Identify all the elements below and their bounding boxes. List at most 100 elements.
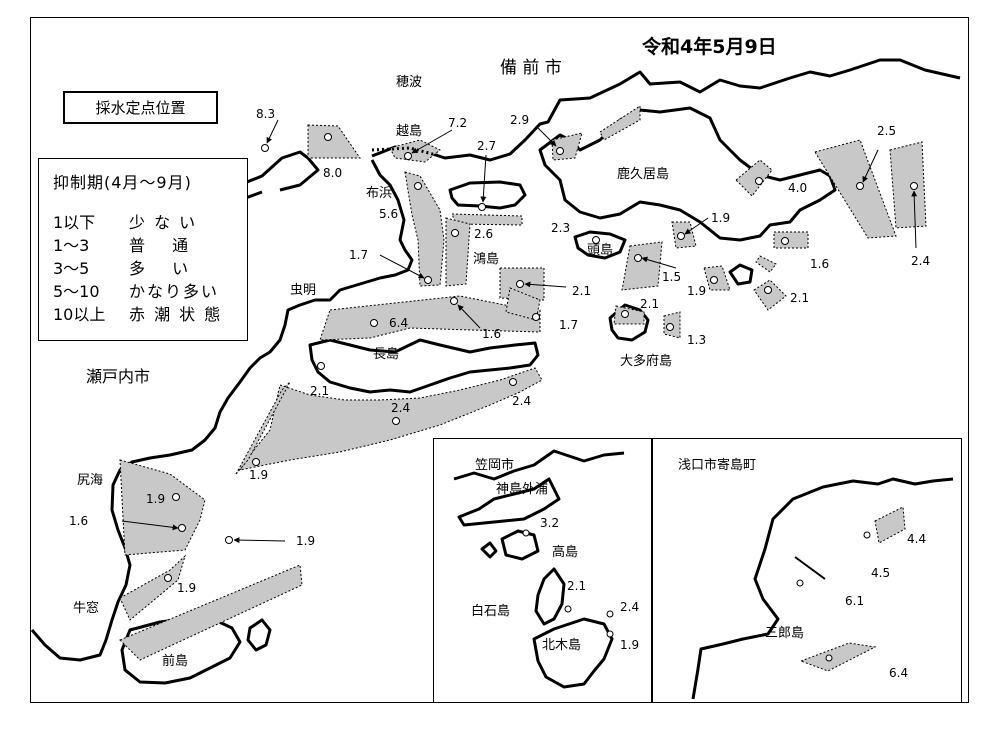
legend-row: 5〜10 かなり多い <box>53 278 247 301</box>
place-bizen: 備 前 市 <box>500 58 562 78</box>
place-otabushima: 大多府島 <box>620 354 673 369</box>
place-shiraishijima: 白石島 <box>471 604 511 619</box>
legend: 抑制期(4月〜9月) 1以下 少 な い 1〜3 普 通 3〜5 多 い 5〜1… <box>38 158 248 341</box>
inset-kasaoka-map <box>453 449 625 689</box>
station-value: 4.4 <box>907 532 927 546</box>
area-north-1 <box>307 124 361 159</box>
legend-range: 3〜5 <box>53 258 90 278</box>
place-kashikojima: 鹿久居島 <box>617 167 670 182</box>
coastline-islet-2 <box>246 618 272 652</box>
legend-row: 10以上 赤 潮 状 態 <box>53 301 247 324</box>
area-nagashima-s <box>238 367 543 471</box>
station-value: 2.3 <box>551 221 571 235</box>
station-value: 1.9 <box>296 534 316 548</box>
legend-range: 10以上 <box>53 304 106 324</box>
area-nagashima-w <box>235 381 291 475</box>
legend-range: 1以下 <box>53 212 96 232</box>
area-east-a <box>599 105 641 141</box>
area-east-2.4 <box>889 141 927 229</box>
station-value: 5.6 <box>379 207 399 221</box>
place-kashirajima: 頭島 <box>587 243 614 258</box>
station-value: 3.2 <box>540 516 560 530</box>
station-value: 2.4 <box>911 254 931 268</box>
area-east-2.5 <box>814 139 897 239</box>
place-kounoshima-sotoura: 神島外浦 <box>496 482 549 497</box>
legend-desc: 多 い <box>129 258 191 278</box>
place-takashima: 高島 <box>552 545 579 560</box>
area-1.6 <box>773 231 809 249</box>
place-kounoshima: 鴻島 <box>473 252 500 267</box>
legend-range: 5〜10 <box>53 281 100 301</box>
legend-row: 1〜3 普 通 <box>53 232 247 255</box>
place-kasaoka: 笠岡市 <box>475 458 515 473</box>
place-ushimado: 牛窓 <box>73 601 100 616</box>
station-value: 1.6 <box>69 514 89 528</box>
place-koshijima: 越島 <box>396 124 423 139</box>
station-value: 2.1 <box>790 291 810 305</box>
area-east-b <box>735 159 773 197</box>
coastline-kashirajima <box>573 230 627 260</box>
legend-row: 3〜5 多 い <box>53 255 247 278</box>
station-value: 1.9 <box>620 638 640 652</box>
map-title: 採水定点位置 <box>63 91 218 124</box>
station-value: 1.5 <box>662 270 682 284</box>
place-nunohama: 布浜 <box>366 186 393 201</box>
coastline-kashikojima <box>538 106 837 242</box>
coastline-nagashima <box>308 338 540 394</box>
station-value: 4.5 <box>871 566 891 580</box>
station-value: 1.7 <box>559 318 579 332</box>
legend-desc: 普 通 <box>129 235 191 255</box>
station-value: 1.3 <box>687 333 707 347</box>
station-value: 2.1 <box>572 284 592 298</box>
coastline-mainland-west <box>30 159 414 662</box>
place-kitagishima: 北木島 <box>542 638 582 653</box>
coastline-otabushima <box>608 303 650 342</box>
station-value: 1.7 <box>349 248 369 262</box>
station-value: 1.9 <box>177 581 197 595</box>
area-1.7 <box>755 255 777 273</box>
station-value: 6.4 <box>389 316 409 330</box>
inset-kasaoka: 笠岡市 神島外浦 3.2 高島 2.1 白石島 2.4 北木島 1.9 <box>433 438 652 703</box>
station-value: 2.1 <box>640 297 660 311</box>
station-value: 4.0 <box>788 181 808 195</box>
station-value: 8.3 <box>256 107 276 121</box>
station-value: 2.1 <box>567 579 587 593</box>
station-value: 2.6 <box>474 227 494 241</box>
area-1.5 <box>621 241 663 291</box>
station-value: 1.6 <box>482 327 502 341</box>
station-value: 2.4 <box>391 401 411 415</box>
legend-desc: 少 な い <box>129 212 198 232</box>
station-value: 2.4 <box>620 600 640 614</box>
place-maejima: 前島 <box>162 654 189 669</box>
station-value: 2.1 <box>310 384 330 398</box>
area-ushimado <box>119 554 186 621</box>
area-2.1-b <box>753 279 787 311</box>
area-kounoshima-w <box>445 217 471 287</box>
place-shiriumi: 尻海 <box>77 473 104 488</box>
inset-asakuchi-map <box>691 477 954 700</box>
place-saburojima: 三郎島 <box>765 626 805 641</box>
station-value: 2.4 <box>512 394 532 408</box>
area-2.1-c <box>613 305 645 325</box>
station-value: 8.0 <box>323 166 343 180</box>
legend-range: 1〜3 <box>53 235 90 255</box>
legend-desc: かなり多い <box>129 281 220 301</box>
station-value: 1.9 <box>146 492 166 506</box>
coastline-kounoshima <box>448 180 527 210</box>
place-mushiake: 虫明 <box>290 283 317 298</box>
station-value: 2.5 <box>877 124 897 138</box>
station-value: 1.9 <box>249 468 269 482</box>
station-value: 1.6 <box>810 257 830 271</box>
area-nagashima-n <box>319 295 541 341</box>
place-setouchi: 瀬戸内市 <box>86 367 151 386</box>
station-value: 2.7 <box>477 139 497 153</box>
station-value: 1.9 <box>687 284 707 298</box>
legend-row: 1以下 少 な い <box>53 209 247 232</box>
area-shiriumi <box>119 459 206 556</box>
legend-desc: 赤 潮 状 態 <box>129 304 223 324</box>
station-value: 1.9 <box>711 211 731 225</box>
station-value: 7.2 <box>448 116 468 130</box>
station-value: 6.1 <box>845 594 865 608</box>
area-nunohama <box>404 171 445 287</box>
